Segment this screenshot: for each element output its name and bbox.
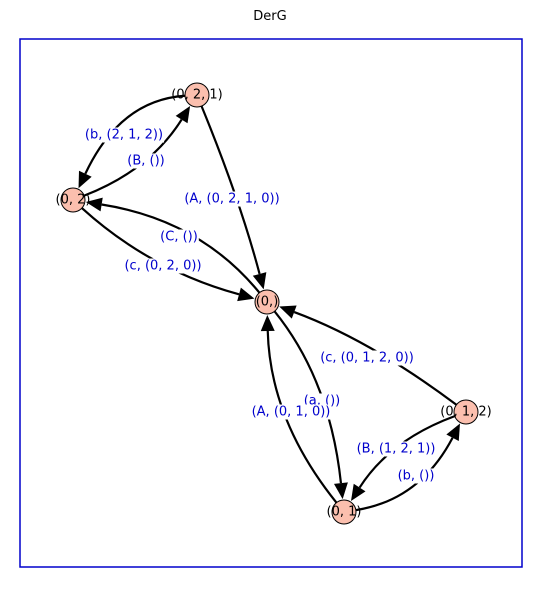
arrowhead	[85, 197, 103, 212]
edge-line	[293, 311, 458, 406]
edge-labels: (B, ()) (b, (2, 1, 2)) (A, (0, 2, 1, 0)) (C…	[83, 127, 437, 484]
edge-label-background	[355, 441, 437, 457]
edge-label-background	[250, 404, 332, 420]
edge-label: (B, ())	[127, 154, 164, 169]
arrowhead	[252, 272, 267, 290]
edge-line	[84, 94, 186, 175]
node-label: (0, 1)	[327, 505, 362, 520]
edge-label: (A, (0, 2, 1, 0))	[184, 192, 279, 207]
plot-frame	[19, 38, 523, 568]
graph-node: (0, 1, 2)	[440, 399, 492, 425]
node-label: (0,)	[256, 295, 279, 310]
arrowhead	[78, 170, 92, 189]
edge-label-background	[396, 468, 436, 484]
edge-label: (b, ())	[398, 469, 435, 484]
edge-label: (A, (0, 1, 0))	[252, 405, 331, 420]
node-circle	[60, 187, 86, 213]
diagram-title: DerG	[253, 9, 286, 24]
edge-label: (b, (2, 1, 2))	[85, 128, 163, 143]
arrowhead	[260, 314, 275, 332]
edge-label: (c, (0, 2, 0))	[124, 259, 201, 274]
arrowhead	[279, 305, 297, 319]
edge-label-background	[159, 229, 199, 245]
edge-line	[200, 105, 261, 275]
node-circle	[331, 499, 357, 525]
edge-label: (c, (0, 1, 2, 0))	[320, 351, 414, 366]
edge-line	[101, 203, 261, 294]
node-label: (0, 1, 2)	[440, 405, 492, 420]
node-label: (0, 2)	[56, 193, 91, 208]
arrowhead	[350, 483, 366, 502]
arrowhead	[333, 482, 348, 500]
edge-label-background	[319, 350, 415, 366]
node-circle	[184, 82, 210, 108]
edge-label: (C, ())	[160, 230, 198, 245]
edge-label-background	[126, 153, 166, 169]
edges	[78, 94, 460, 512]
edge-line	[355, 437, 454, 512]
nodes: (0, 2, 1) (0, 2) (0,) (0, 1, 2) (0, 1)	[56, 82, 492, 525]
arrowhead	[175, 106, 191, 124]
edge-line	[273, 310, 343, 484]
graph-node: (0,)	[254, 289, 280, 315]
node-label: (0, 2, 1)	[171, 88, 223, 103]
node-circle	[254, 289, 280, 315]
arrowhead	[237, 287, 255, 302]
graph-node: (0, 2, 1)	[171, 82, 223, 108]
edge-label-background	[123, 258, 203, 274]
edge-label: (B, (1, 2, 1))	[357, 442, 436, 457]
node-circle	[453, 399, 479, 425]
graph-node: (0, 2)	[56, 187, 91, 213]
edge-label-background	[83, 127, 165, 143]
graph-node: (0, 1)	[327, 499, 362, 525]
edge-label-background	[183, 191, 281, 207]
arrowhead	[446, 423, 460, 441]
